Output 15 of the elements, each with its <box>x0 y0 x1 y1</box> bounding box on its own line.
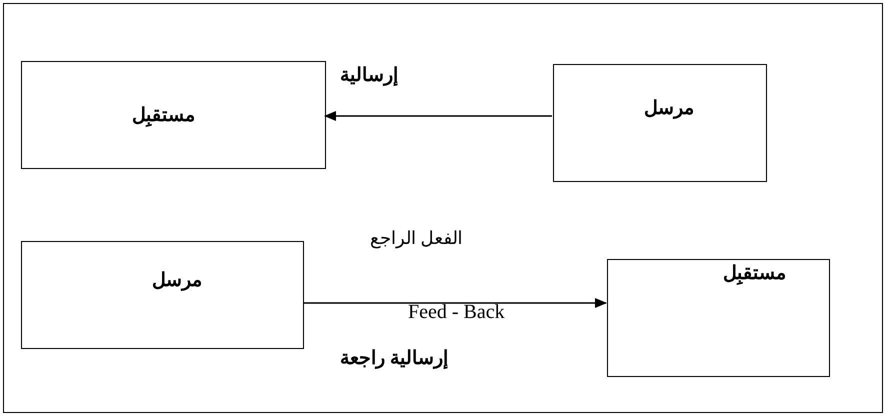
arrow <box>303 298 607 308</box>
text-label: Feed - Back <box>408 300 505 325</box>
box-label: مستقبِل <box>723 262 786 287</box>
frame-box <box>3 3 883 413</box>
process-box <box>553 64 767 182</box>
process-box <box>607 259 830 377</box>
edge-label: الفعل الراجع <box>370 227 462 250</box>
process-box <box>21 241 304 349</box>
box-label: مستقبِل <box>132 104 195 129</box>
text-label: إرسالية راجعة <box>340 347 448 371</box>
edge-label: إرسالية <box>340 64 398 88</box>
process-box <box>21 61 326 169</box>
box-label: مرسل <box>644 97 694 121</box>
arrow <box>324 111 552 121</box>
box-label: مرسل <box>152 269 202 293</box>
